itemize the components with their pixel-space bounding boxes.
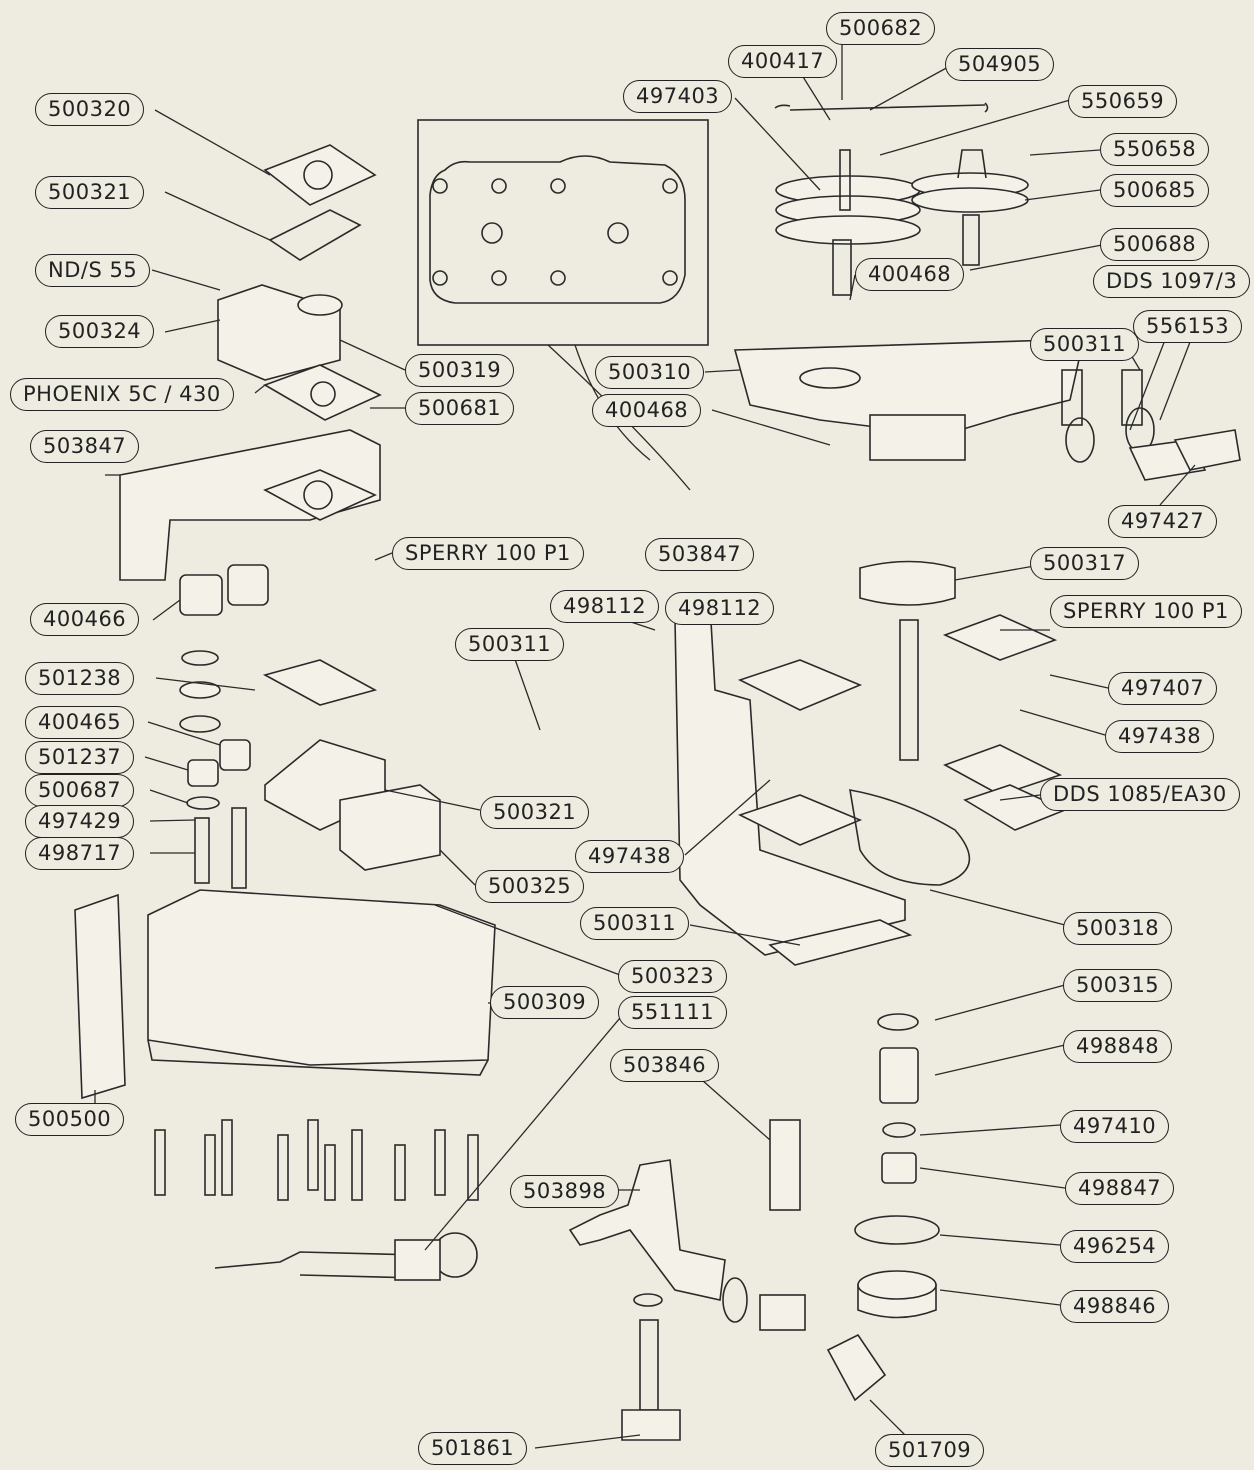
right-outlet-column <box>854 1013 940 1319</box>
left-upper-stack <box>217 144 382 421</box>
callout-400468-mid: 400468 <box>592 394 702 427</box>
callout-500321: 500321 <box>35 176 145 209</box>
tee-fitting <box>568 1119 887 1441</box>
callout-500321-lower: 500321 <box>480 796 590 829</box>
callout-dds-1097-3: DDS 1097/3 <box>1093 265 1251 298</box>
callout-497429: 497429 <box>25 805 135 838</box>
callout-498846: 498846 <box>1060 1290 1170 1323</box>
callout-501238: 501238 <box>25 662 135 695</box>
callout-500324: 500324 <box>45 315 155 348</box>
callout-497438-right: 497438 <box>1105 720 1215 753</box>
callout-498717: 498717 <box>25 837 135 870</box>
callout-400465: 400465 <box>25 706 135 739</box>
callout-500317: 500317 <box>1030 547 1140 580</box>
callout-503847-center: 503847 <box>645 538 755 571</box>
callout-503898: 503898 <box>510 1175 620 1208</box>
callout-500323: 500323 <box>618 960 728 993</box>
diaphragm-unit <box>911 149 1029 266</box>
callout-400468-top: 400468 <box>855 258 965 291</box>
callout-497438-center: 497438 <box>575 840 685 873</box>
callout-498112-a: 498112 <box>550 590 660 623</box>
callout-500310: 500310 <box>595 356 705 389</box>
central-frame <box>674 603 971 966</box>
callout-497403: 497403 <box>623 80 733 113</box>
callout-sperry-left: SPERRY 100 P1 <box>392 537 584 570</box>
callout-501709: 501709 <box>875 1434 985 1467</box>
callout-500311-lower: 500311 <box>580 907 690 940</box>
callout-556153: 556153 <box>1133 310 1243 343</box>
callout-500320: 500320 <box>35 93 145 126</box>
cover-plate-inset <box>417 119 709 346</box>
callout-501861: 501861 <box>418 1432 528 1465</box>
callout-500315: 500315 <box>1063 969 1173 1002</box>
callout-nds55: ND/S 55 <box>35 254 151 287</box>
callout-500688: 500688 <box>1100 228 1210 261</box>
callout-dds-1085: DDS 1085/EA30 <box>1040 778 1240 811</box>
callout-501237: 501237 <box>25 741 135 774</box>
callout-400466: 400466 <box>30 603 140 636</box>
callout-500685: 500685 <box>1100 174 1210 207</box>
callout-sperry-right: SPERRY 100 P1 <box>1050 595 1242 628</box>
callout-498112-b: 498112 <box>665 592 775 625</box>
callout-500687: 500687 <box>25 774 135 807</box>
right-diaphragm-stack <box>859 560 1068 831</box>
spring-assembly <box>774 102 989 296</box>
callout-500325: 500325 <box>475 870 585 903</box>
callout-498848: 498848 <box>1063 1030 1173 1063</box>
callout-551111: 551111 <box>618 996 728 1029</box>
callout-500500: 500500 <box>15 1103 125 1136</box>
callout-500319: 500319 <box>405 354 515 387</box>
banjo-bolts <box>1061 369 1241 481</box>
callout-400417: 400417 <box>728 45 838 78</box>
callout-504905: 504905 <box>945 48 1055 81</box>
lower-cover-casting <box>74 889 496 1100</box>
callout-500682: 500682 <box>826 12 936 45</box>
main-body-casting <box>733 339 1081 461</box>
lever-assembly <box>214 1232 478 1281</box>
callout-498847: 498847 <box>1065 1172 1175 1205</box>
callout-550659: 550659 <box>1068 85 1178 118</box>
callout-503847-left: 503847 <box>30 430 140 463</box>
studs-row <box>154 1119 479 1201</box>
callout-497427: 497427 <box>1108 505 1218 538</box>
callout-496254: 496254 <box>1060 1230 1170 1263</box>
left-mounting-bracket <box>119 429 381 581</box>
callout-500309: 500309 <box>490 986 600 1019</box>
callout-phoenix: PHOENIX 5C / 430 <box>10 378 234 411</box>
left-small-parts <box>179 564 441 889</box>
callout-497410: 497410 <box>1060 1110 1170 1143</box>
callout-500681: 500681 <box>405 392 515 425</box>
callout-500311-top: 500311 <box>1030 328 1140 361</box>
callout-500311-mid: 500311 <box>455 628 565 661</box>
callout-500318: 500318 <box>1063 912 1173 945</box>
leader-lines <box>94 44 1196 1449</box>
callout-503846: 503846 <box>610 1049 720 1082</box>
callout-497407: 497407 <box>1108 672 1218 705</box>
callout-550658: 550658 <box>1100 133 1210 166</box>
